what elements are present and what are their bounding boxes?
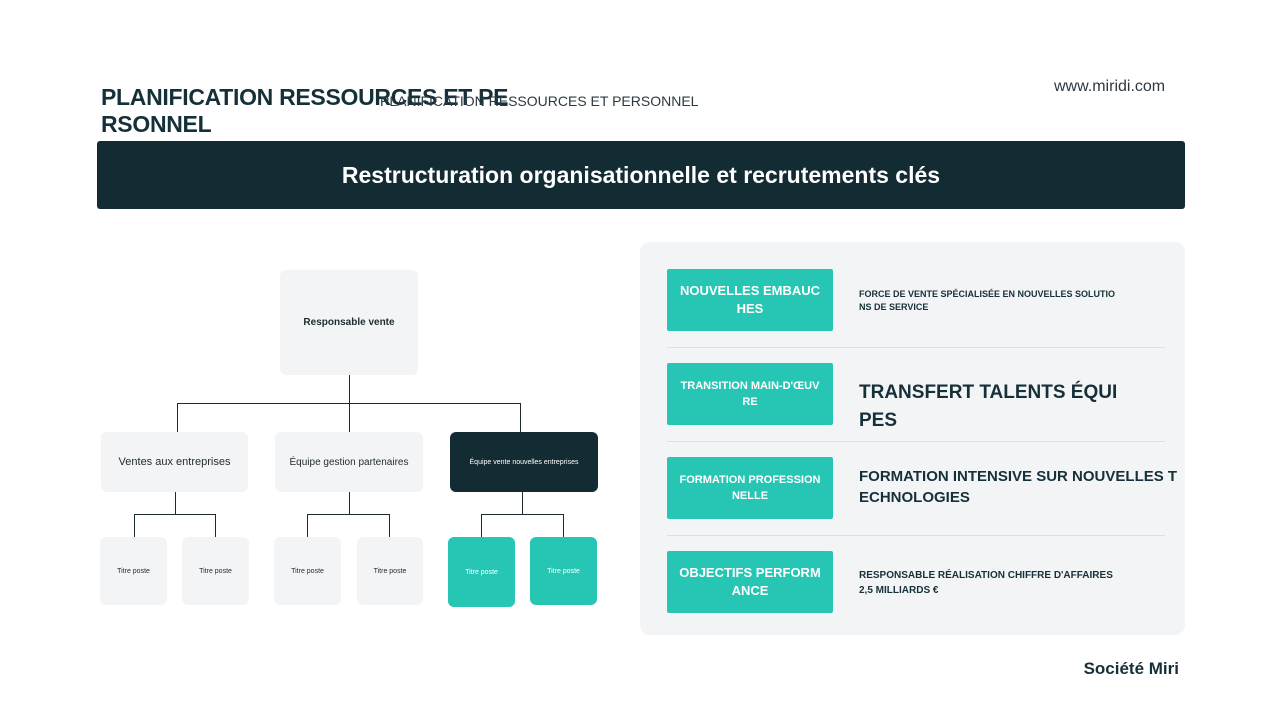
org-node-leaf: Titre poste: [357, 537, 423, 605]
connector-line: [134, 514, 135, 537]
connector-line: [177, 403, 178, 432]
row-divider: [667, 441, 1165, 442]
row-description: TRANSFERT TALENTS ÉQUIPES: [859, 382, 1118, 431]
org-node-label: Responsable vente: [303, 317, 395, 328]
connector-line: [522, 492, 523, 514]
org-node-label: Titre poste: [117, 567, 150, 575]
org-node-leaf-highlighted: Titre poste: [448, 537, 515, 607]
connector-line: [307, 514, 308, 537]
connector-line: [389, 514, 390, 537]
org-node-label: Titre poste: [291, 567, 324, 575]
org-node-label: Titre poste: [373, 567, 407, 575]
connector-line: [307, 514, 390, 515]
connector-line: [481, 514, 482, 537]
company-name: Société Miri: [1083, 659, 1179, 678]
site-url[interactable]: www.miridi.com: [1054, 78, 1166, 95]
connector-line: [349, 403, 350, 432]
org-node-label: Ventes aux entreprises: [118, 456, 231, 468]
org-node-leaf-highlighted: Titre poste: [530, 537, 597, 605]
row-divider: [667, 347, 1165, 348]
org-node-leaf: Titre poste: [100, 537, 167, 605]
connector-line: [215, 514, 216, 537]
connector-line: [520, 403, 521, 432]
row-description: FORMATION INTENSIVE SUR NOUVELLES TECHNO…: [859, 468, 1178, 506]
row-divider: [667, 535, 1165, 536]
connector-line: [563, 514, 564, 537]
row-description: RESPONSABLE RÉALISATION CHIFFRE D'AFFAIR…: [859, 570, 1113, 596]
org-chart: Responsable vente Ventes aux entreprises…: [100, 270, 598, 607]
row-tag: OBJECTIFS PERFORMANCE: [667, 551, 833, 613]
row-tag: FORMATION PROFESSIONNELLE: [667, 457, 833, 519]
page-title-duplicate: PLANIFICATION RESSOURCES ET PERSONNEL: [380, 93, 699, 109]
row-tag-label: NOUVELLES EMBAUCHES: [679, 283, 821, 316]
org-node-leaf: Titre poste: [274, 537, 341, 605]
org-node-label: Équipe gestion partenaires: [289, 456, 409, 468]
row-tag-label: TRANSITION MAIN-D'ŒUVRE: [680, 380, 820, 408]
org-node-label: Titre poste: [199, 567, 232, 575]
banner-text: Restructuration organisationnelle et rec…: [341, 161, 941, 188]
connector-line: [481, 514, 564, 515]
connector-line: [175, 492, 176, 514]
org-node-label: Titre poste: [465, 568, 498, 576]
connector-line: [349, 492, 350, 514]
connector-line: [349, 375, 350, 404]
section-banner: Restructuration organisationnelle et rec…: [97, 141, 1185, 209]
row-tag-label: OBJECTIFS PERFORMANCE: [679, 565, 821, 598]
org-node-branch: Ventes aux entreprises: [101, 432, 248, 492]
action-plan-panel: NOUVELLES EMBAUCHES FORCE DE VENTE SPÉCI…: [640, 242, 1185, 635]
page-title: PLANIFICATION RESSOURCES ET PERSONNEL: [101, 84, 509, 137]
org-node-label: Équipe vente nouvelles entreprises: [469, 458, 579, 466]
row-tag: TRANSITION MAIN-D'ŒUVRE: [667, 363, 833, 425]
org-node-leaf: Titre poste: [182, 537, 249, 605]
row-tag-label: FORMATION PROFESSIONNELLE: [679, 474, 821, 502]
row-tag: NOUVELLES EMBAUCHES: [667, 269, 833, 331]
connector-line: [134, 514, 216, 515]
org-node-branch: Équipe gestion partenaires: [275, 432, 423, 492]
org-node-branch-highlighted: Équipe vente nouvelles entreprises: [450, 432, 598, 492]
row-description: FORCE DE VENTE SPÉCIALISÉE EN NOUVELLES …: [859, 289, 1116, 312]
org-node-root: Responsable vente: [280, 270, 418, 375]
org-node-label: Titre poste: [547, 567, 580, 575]
